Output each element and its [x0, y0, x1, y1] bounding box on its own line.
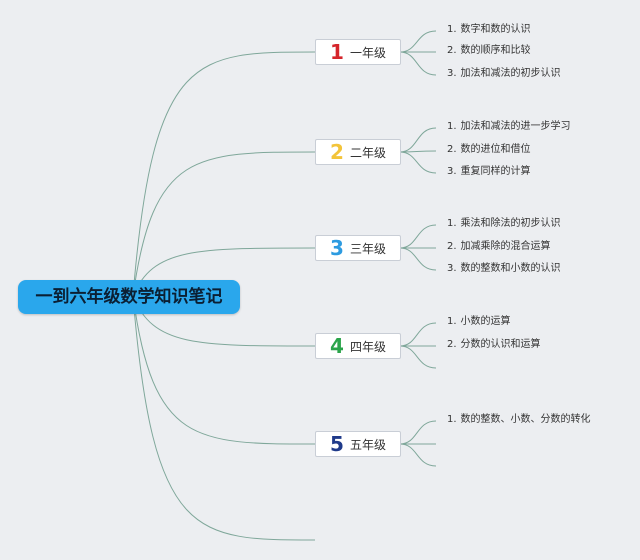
- item-text: 数字和数的认识: [460, 24, 531, 35]
- item-connector: [399, 322, 437, 347]
- item-text: 数的顺序和比较: [460, 45, 531, 56]
- item-index: 3.: [447, 68, 457, 79]
- item-index: 2.: [447, 144, 457, 155]
- grade-number: 5: [330, 432, 344, 456]
- item-connector: [399, 127, 437, 153]
- list-item[interactable]: 2.分数的认识和运算: [447, 338, 541, 352]
- list-item[interactable]: 3.重复同样的计算: [447, 165, 531, 179]
- item-connector: [399, 51, 437, 76]
- item-text: 数的整数和小数的认识: [460, 263, 561, 274]
- item-connector: [399, 30, 437, 53]
- list-item[interactable]: 1.数的整数、小数、分数的转化: [447, 413, 591, 427]
- list-item[interactable]: 1.加法和减法的进一步学习: [447, 120, 571, 134]
- item-index: 1.: [447, 24, 457, 35]
- item-text: 重复同样的计算: [460, 166, 531, 177]
- item-index: 3.: [447, 166, 457, 177]
- grade-node-1[interactable]: 1 一年级: [315, 39, 401, 65]
- grade-number: 4: [330, 334, 344, 358]
- grade-label: 五年级: [349, 437, 386, 452]
- branch-line-2: [132, 151, 316, 297]
- branch-line-5: [132, 295, 316, 445]
- item-text: 加法和减法的进一步学习: [460, 121, 571, 132]
- list-item[interactable]: 1.小数的运算: [447, 315, 511, 329]
- list-item[interactable]: 1.数字和数的认识: [447, 23, 531, 37]
- grade-number: 2: [330, 140, 344, 164]
- item-index: 3.: [447, 263, 457, 274]
- item-text: 加法和减法的初步认识: [460, 68, 561, 79]
- grade-node-2[interactable]: 2 二年级: [315, 139, 401, 165]
- grade-label: 一年级: [349, 45, 386, 60]
- item-connector: [399, 345, 437, 369]
- item-connector: [399, 443, 437, 467]
- branch-line-1: [132, 51, 316, 297]
- item-text: 加减乘除的混合运算: [460, 241, 551, 252]
- grade-label: 三年级: [349, 241, 386, 256]
- item-index: 1.: [447, 414, 457, 425]
- root-topic[interactable]: 一到六年级数学知识笔记: [18, 280, 240, 314]
- list-item[interactable]: 1.乘法和除法的初步认识: [447, 217, 561, 231]
- list-item[interactable]: 3.数的整数和小数的认识: [447, 262, 561, 276]
- grade-node-4[interactable]: 4 四年级: [315, 333, 401, 359]
- grade-node-3[interactable]: 3 三年级: [315, 235, 401, 261]
- grade-number: 3: [330, 236, 344, 260]
- item-index: 1.: [447, 316, 457, 327]
- item-text: 乘法和除法的初步认识: [460, 218, 561, 229]
- list-item[interactable]: 3.加法和减法的初步认识: [447, 67, 561, 81]
- list-item[interactable]: 2.加减乘除的混合运算: [447, 240, 551, 254]
- grade-node-5[interactable]: 5 五年级: [315, 431, 401, 457]
- item-index: 2.: [447, 339, 457, 350]
- item-connector: [399, 151, 437, 174]
- item-connector: [399, 247, 437, 271]
- item-text: 分数的认识和运算: [460, 339, 541, 350]
- item-index: 1.: [447, 218, 457, 229]
- grade-label: 二年级: [349, 145, 386, 160]
- list-item[interactable]: 2.数的进位和借位: [447, 143, 531, 157]
- item-index: 2.: [447, 241, 457, 252]
- grade-number: 1: [330, 40, 344, 64]
- item-text: 数的整数、小数、分数的转化: [460, 414, 591, 425]
- item-connector: [399, 224, 437, 249]
- grade-label: 四年级: [349, 339, 386, 354]
- list-item[interactable]: 2.数的顺序和比较: [447, 44, 531, 58]
- item-connector: [399, 420, 437, 445]
- item-text: 数的进位和借位: [460, 144, 531, 155]
- item-text: 小数的运算: [460, 316, 511, 327]
- item-index: 2.: [447, 45, 457, 56]
- item-index: 1.: [447, 121, 457, 132]
- branch-line-6: [132, 295, 316, 541]
